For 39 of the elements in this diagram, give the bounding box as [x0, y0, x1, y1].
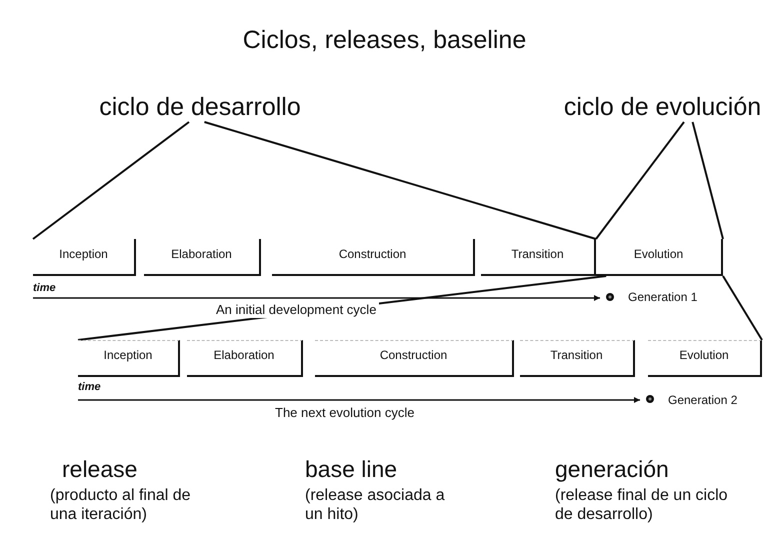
phase-name: Elaboration — [214, 348, 274, 364]
axis-label: time — [78, 381, 101, 394]
phase-name: Elaboration — [171, 246, 232, 262]
phase-box — [520, 340, 635, 377]
generation-label: Generation 2 — [668, 393, 738, 408]
term-heading: release — [62, 456, 138, 484]
connector-line — [722, 275, 763, 341]
phase-box — [272, 239, 475, 276]
axis-label: time — [33, 282, 56, 296]
phase-name: Inception — [104, 348, 152, 364]
connector-line — [204, 121, 596, 240]
phase-box — [648, 340, 762, 377]
diagram-title: Ciclos, releases, baseline — [242, 26, 528, 55]
phase-box — [78, 340, 180, 377]
phase-name: Transition — [550, 348, 603, 364]
phase-name: Inception — [59, 246, 108, 262]
phase-name: Construction — [380, 348, 448, 364]
cycle-caption: An initial development cycle — [213, 302, 380, 318]
cycle-label: ciclo de desarrollo — [90, 92, 310, 122]
phase-name: Construction — [338, 246, 406, 262]
phase-box — [481, 239, 596, 276]
generation-label: Generation 1 — [628, 290, 698, 304]
term-heading: base line — [305, 456, 398, 484]
phase-box — [596, 239, 723, 276]
term-heading: generación — [555, 456, 669, 484]
connector-line — [595, 121, 685, 240]
phase-box — [315, 340, 514, 377]
phase-name: Evolution — [679, 348, 729, 364]
phase-box — [144, 239, 261, 276]
phase-name: Transition — [511, 246, 564, 262]
cycle-label: ciclo de evolución — [555, 92, 769, 122]
phase-name: Evolution — [634, 246, 684, 262]
phase-box — [33, 239, 136, 276]
connector-line — [692, 122, 724, 240]
term-definition: (producto al final de una iteración) — [50, 486, 192, 524]
connector-line — [32, 121, 190, 240]
term-definition: (release asociada a un hito) — [305, 486, 446, 524]
term-definition: (release final de un ciclo de desarrollo) — [555, 486, 729, 524]
phase-box — [187, 340, 303, 377]
